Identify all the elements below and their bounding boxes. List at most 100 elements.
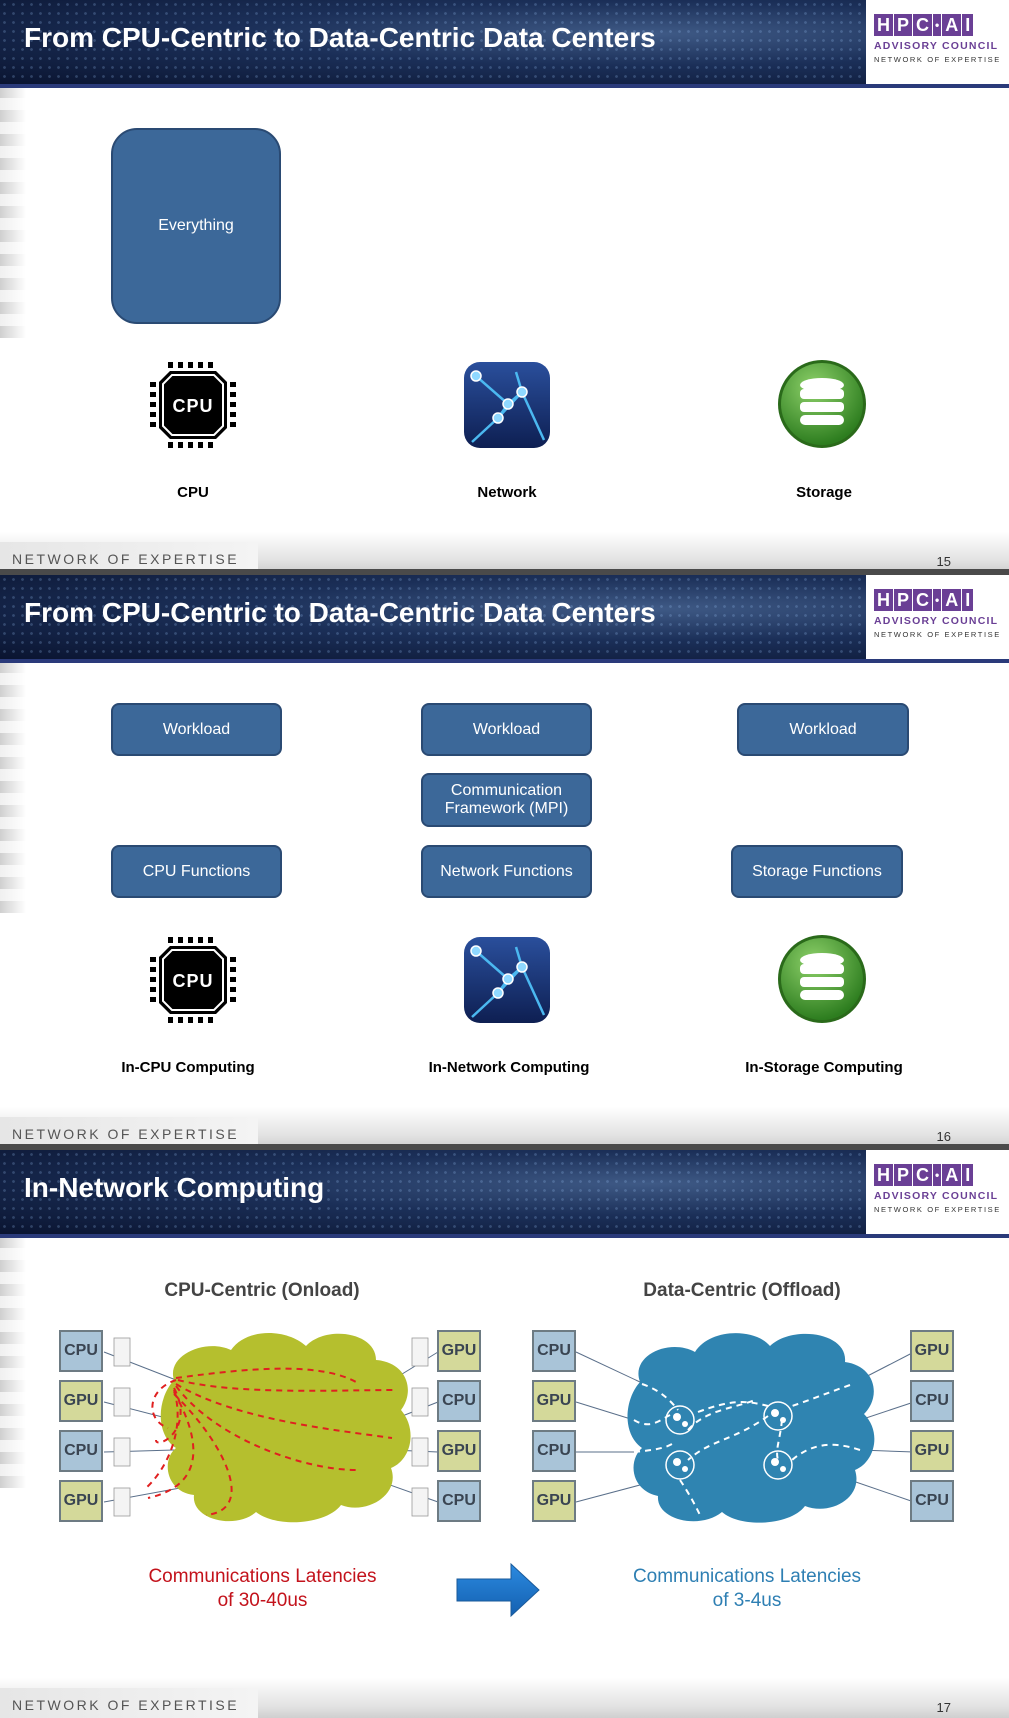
footer-network-text: NETWORK OF EXPERTISE [12, 1697, 240, 1713]
data-centric-title: Data-Centric (Offload) [643, 1280, 841, 1301]
gpu-chip: GPU [532, 1380, 576, 1422]
slide-footer: NETWORK OF EXPERTISE 16 [0, 1103, 1009, 1147]
right-latency-line2: of 3-4us [712, 1590, 782, 1611]
logo-letter: • [933, 14, 942, 36]
slide-header: In-Network Computing [0, 1150, 866, 1234]
logo-letter: P [894, 1164, 913, 1186]
storage-functions-box: Storage Functions [731, 845, 903, 898]
in-cpu-computing-label: In-CPU Computing [121, 1059, 255, 1076]
gpu-chip: GPU [59, 1380, 103, 1422]
logo-letter: • [933, 589, 942, 611]
logo-network: NETWORK OF EXPERTISE [874, 55, 1001, 64]
logo-network: NETWORK OF EXPERTISE [874, 1205, 1001, 1214]
workload-box: Workload [737, 703, 909, 756]
gpu-chip: GPU [59, 1480, 103, 1522]
slide-footer: NETWORK OF EXPERTISE 15 [0, 528, 1009, 572]
header-rule [0, 659, 1009, 663]
logo-advisory: ADVISORY COUNCIL [874, 615, 999, 627]
right-arrow-icon [456, 1562, 540, 1618]
logo-letter: I [962, 589, 974, 611]
cpu-chip: CPU [437, 1380, 481, 1422]
gpu-chip: GPU [532, 1480, 576, 1522]
logo-network: NETWORK OF EXPERTISE [874, 630, 1001, 639]
right-latency-line1: Communications Latencies [632, 1566, 862, 1587]
cpu-chip: CPU [437, 1480, 481, 1522]
slide-header: From CPU-Centric to Data-Centric Data Ce… [0, 0, 866, 84]
cpu-functions-box: CPU Functions [111, 845, 282, 898]
left-latency-line2: of 30-40us [217, 1590, 308, 1611]
slide-16: From CPU-Centric to Data-Centric Data Ce… [0, 575, 1009, 1147]
network-label: Network [477, 484, 537, 501]
workload-box: Workload [111, 703, 282, 756]
in-network-computing-label: In-Network Computing [428, 1059, 590, 1076]
cpu-icon: CPU [148, 360, 238, 450]
logo-letter: P [894, 589, 913, 611]
cpu-label: CPU [177, 484, 209, 501]
logo-letter: P [894, 14, 913, 36]
cpu-chip: CPU [532, 1330, 576, 1372]
slide-footer: NETWORK OF EXPERTISE 17 [0, 1674, 1009, 1718]
logo-letter: C [913, 1164, 933, 1186]
cpu-chip: CPU [59, 1330, 103, 1372]
logo-letter: H [874, 1164, 893, 1186]
page-number: 17 [936, 1700, 951, 1715]
network-icon [462, 935, 552, 1025]
left-decoration [0, 663, 26, 913]
slide-title: From CPU-Centric to Data-Centric Data Ce… [24, 22, 656, 53]
svg-text:CPU: CPU [172, 396, 213, 416]
slide-title: In-Network Computing [24, 1172, 325, 1203]
cpu-chip: CPU [910, 1380, 954, 1422]
right-latency-text: Communications Latencies of 3-4us [612, 1565, 882, 1613]
cpu-chip: CPU [59, 1430, 103, 1472]
left-decoration [0, 1238, 26, 1488]
data-centric-diagram [575, 1333, 915, 1523]
gpu-chip: GPU [437, 1430, 481, 1472]
logo-letter: H [874, 14, 893, 36]
logo-letter: C [913, 589, 933, 611]
header-rule [0, 84, 1009, 88]
logo-letter: I [962, 1164, 974, 1186]
slide-divider [0, 1144, 1009, 1150]
logo-advisory: ADVISORY COUNCIL [874, 40, 999, 52]
slide-divider [0, 569, 1009, 575]
header-rule [0, 1234, 1009, 1238]
logo-letter: A [942, 589, 962, 611]
logo-letter: A [942, 14, 962, 36]
left-latency-line1: Communications Latencies [148, 1566, 377, 1587]
storage-label: Storage [796, 484, 852, 501]
logo-advisory: ADVISORY COUNCIL [874, 1190, 999, 1202]
network-functions-box: Network Functions [421, 845, 592, 898]
footer-network-text: NETWORK OF EXPERTISE [12, 551, 240, 567]
in-storage-computing-label: In-Storage Computing [745, 1059, 903, 1076]
logo-letter: H [874, 589, 893, 611]
cpu-centric-title: CPU-Centric (Onload) [164, 1280, 360, 1301]
logo-letter: C [913, 14, 933, 36]
slide-15: From CPU-Centric to Data-Centric Data Ce… [0, 0, 1009, 572]
page-number: 15 [936, 554, 951, 569]
communication-framework-box: Communication Framework (MPI) [421, 773, 592, 827]
page-number: 16 [936, 1129, 951, 1144]
storage-icon [776, 933, 866, 1023]
logo-letter: • [933, 1164, 942, 1186]
cpu-chip: CPU [532, 1430, 576, 1472]
cpu-centric-diagram [103, 1332, 439, 1523]
gpu-chip: GPU [910, 1330, 954, 1372]
network-icon [462, 360, 552, 450]
cpu-chip: CPU [910, 1480, 954, 1522]
workload-box: Workload [421, 703, 592, 756]
left-latency-text: Communications Latencies of 30-40us [130, 1565, 395, 1613]
cpu-icon: CPU [148, 935, 238, 1025]
left-decoration [0, 88, 26, 338]
logo-letter: I [962, 14, 974, 36]
svg-text:CPU: CPU [172, 971, 213, 991]
slide-header: From CPU-Centric to Data-Centric Data Ce… [0, 575, 866, 659]
logo-letter: A [942, 1164, 962, 1186]
footer-network-text: NETWORK OF EXPERTISE [12, 1126, 240, 1142]
gpu-chip: GPU [437, 1330, 481, 1372]
storage-icon [776, 358, 866, 448]
gpu-chip: GPU [910, 1430, 954, 1472]
